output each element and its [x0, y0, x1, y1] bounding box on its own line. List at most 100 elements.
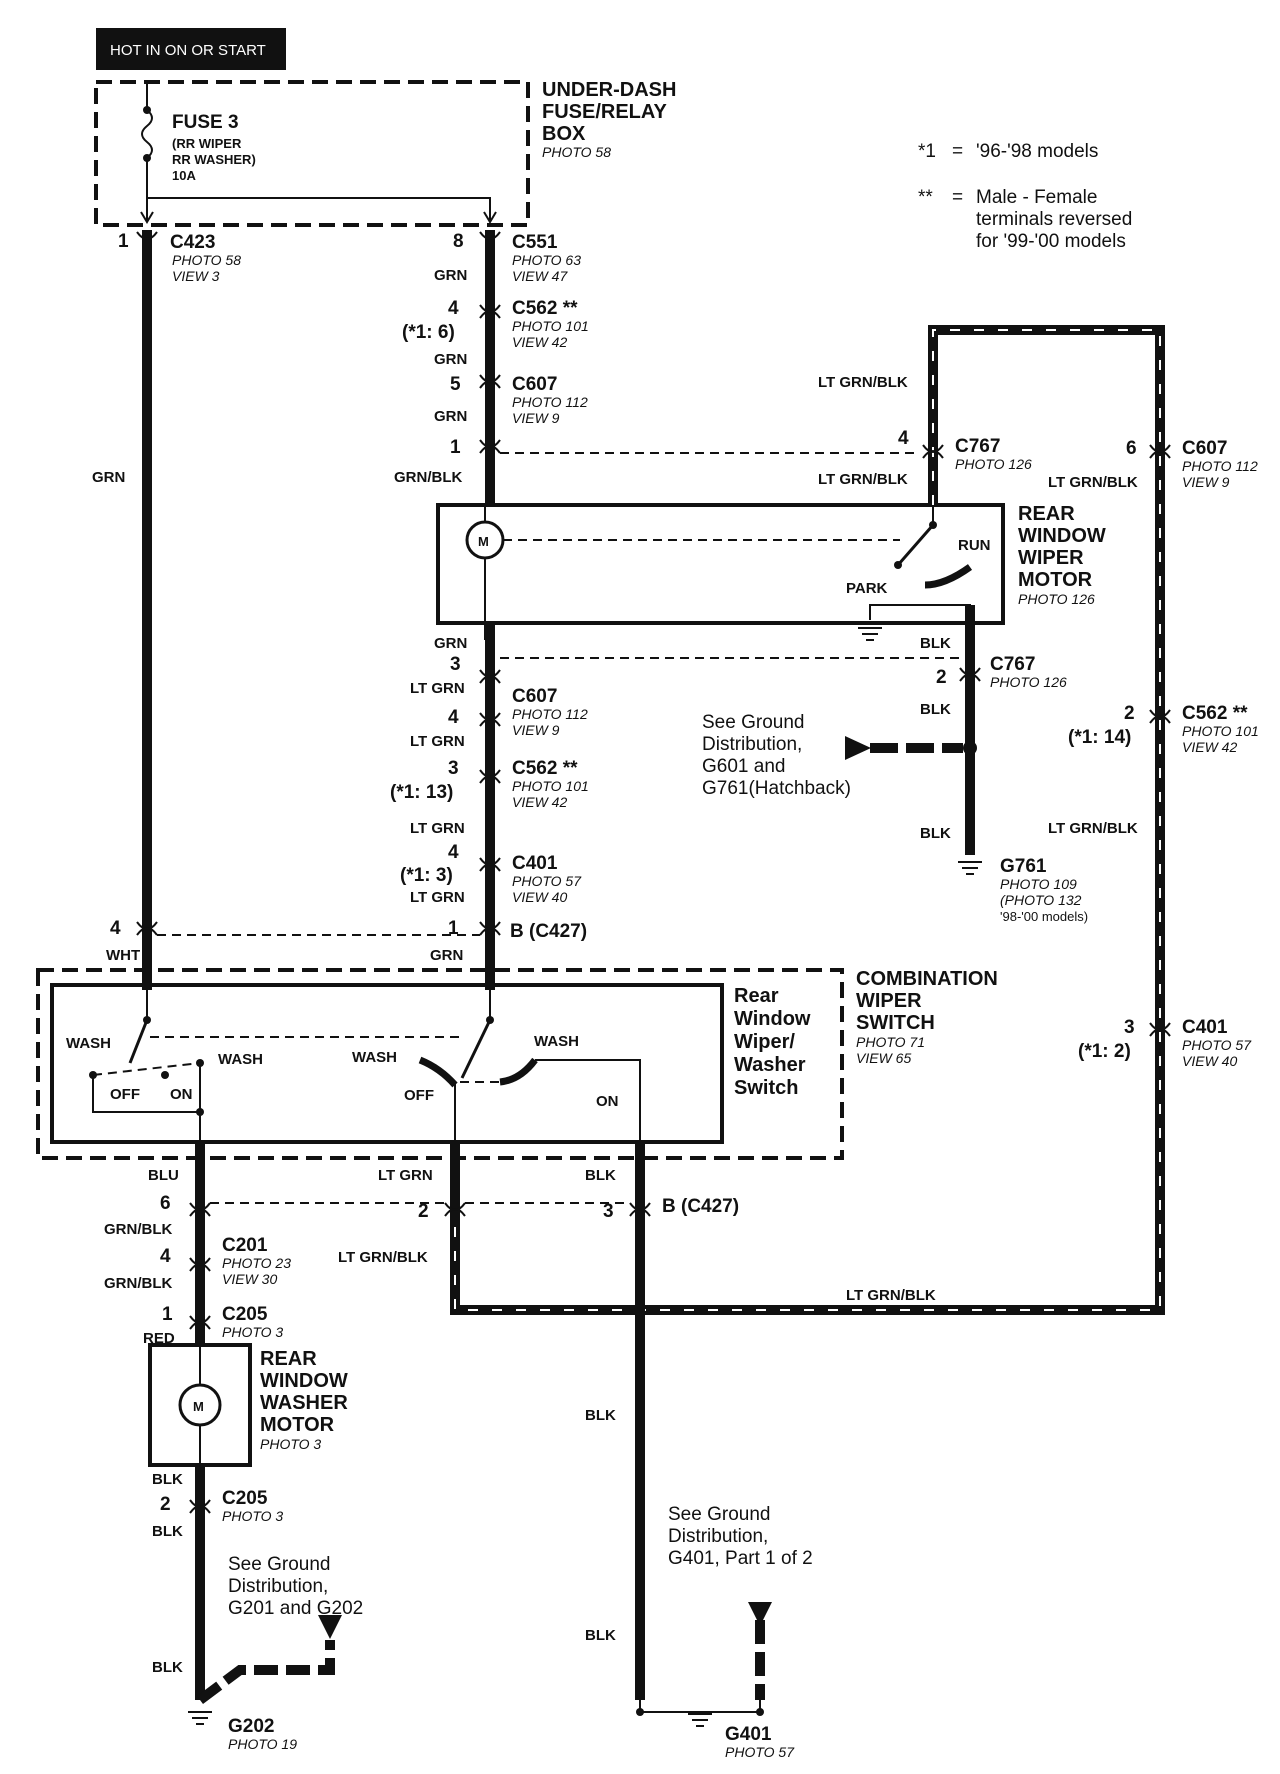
g761-alt: (PHOTO 132 — [1000, 892, 1082, 908]
washer-contact-off — [161, 1071, 169, 1079]
c201-view: VIEW 30 — [222, 1271, 277, 1287]
c401a-name: C401 — [512, 853, 558, 874]
wire-label-grnblk-w2: GRN/BLK — [104, 1275, 172, 1292]
g401-name: G401 — [725, 1724, 772, 1745]
g401-ground-icon — [688, 1713, 712, 1727]
c607b-pin: 4 — [448, 707, 459, 728]
c607a-view: VIEW 9 — [512, 410, 560, 426]
c562a-view: VIEW 42 — [512, 334, 567, 350]
c427b-pin2-symbol — [444, 1202, 466, 1217]
switch-wash-mid: WASH — [218, 1051, 263, 1068]
c205b-symbol — [189, 1499, 211, 1514]
c767b-pin: 2 — [936, 667, 947, 688]
c205b-name: C205 — [222, 1488, 268, 1509]
c562b-view: VIEW 42 — [512, 794, 567, 810]
fuse-line-2: RR WASHER) — [172, 152, 256, 167]
note2-eq: = — [952, 187, 963, 208]
fuse-amps: 10A — [172, 168, 196, 183]
c427a-name: B (C427) — [510, 921, 587, 942]
c427b-pin3-symbol — [629, 1202, 651, 1217]
wire-label-red: RED — [143, 1330, 175, 1347]
wire-label-blk-g3: BLK — [152, 1659, 183, 1676]
wiper-wash-contact — [499, 1057, 538, 1086]
wire-label-blk-s3: BLK — [585, 1627, 616, 1644]
wire-label-ltgrn-2: LT GRN — [410, 733, 465, 750]
wiper-switch-arm — [460, 1019, 492, 1079]
washer-motor-photo: PHOTO 3 — [260, 1436, 321, 1452]
g761-name: G761 — [1000, 856, 1047, 877]
c427a-left-symbol — [136, 921, 158, 936]
combo-title-2: WIPER — [856, 990, 922, 1012]
wire-lt-grn-blk-stripe — [454, 329, 1161, 1311]
fuse-arrows — [140, 211, 497, 224]
c427a-pin-left: 4 — [110, 918, 121, 939]
c205a-pin: 1 — [162, 1304, 173, 1325]
park-contact — [894, 561, 902, 569]
wire-label-grn-blk-c: GRN/BLK — [394, 469, 462, 486]
switch-off-1: OFF — [110, 1086, 140, 1103]
combo-photo: PHOTO 71 — [856, 1034, 925, 1050]
park-switch-pivot — [929, 521, 937, 529]
switch-wash-r: WASH — [534, 1033, 579, 1050]
g761-photo: PHOTO 109 — [1000, 876, 1077, 892]
c607a-pin2: 1 — [450, 437, 461, 458]
wiper-motor-title-1: REAR — [1018, 503, 1075, 525]
c423-name: C423 — [170, 232, 215, 253]
fusebox-title-3: BOX — [542, 123, 586, 145]
wiper-motor-title-4: MOTOR — [1018, 569, 1093, 591]
wiper-ground-icon — [858, 627, 882, 641]
c767b-pin3: 3 — [450, 654, 461, 675]
c607b-photo: PHOTO 112 — [512, 706, 588, 722]
c205a-photo: PHOTO 3 — [222, 1324, 283, 1340]
wire-label-grn-c3: GRN — [434, 408, 467, 425]
wire-label-ltgrnblk-3: LT GRN/BLK — [1048, 474, 1138, 491]
wire-label-grn-left: GRN — [92, 469, 125, 486]
see2-line1: See Ground — [228, 1554, 330, 1575]
combo-title-1: COMBINATION — [856, 968, 998, 990]
c562a-photo: PHOTO 101 — [512, 318, 589, 334]
c401a-alt: (*1: 3) — [400, 865, 453, 886]
c423-symbol — [136, 231, 158, 240]
fuse-node-top — [143, 106, 151, 114]
g401-node-left — [636, 1708, 644, 1716]
c607r-pin: 6 — [1126, 438, 1137, 459]
c401a-view: VIEW 40 — [512, 889, 567, 905]
c562r-symbol — [1149, 709, 1171, 724]
note2-line3: for '99-'00 models — [976, 231, 1126, 252]
switch-wash-left: WASH — [66, 1035, 111, 1052]
washer-motor-title-2: WINDOW — [260, 1370, 348, 1392]
c767b-symbol — [959, 667, 981, 682]
c427b-pin1: 6 — [160, 1193, 171, 1214]
wire-label-wht: WHT — [106, 947, 140, 964]
c401a-pin: 4 — [448, 842, 459, 863]
wire-label-blk-w2: BLK — [920, 701, 951, 718]
wire-label-ltgrnblk-5: LT GRN/BLK — [846, 1287, 936, 1304]
switch-wash-c: WASH — [352, 1049, 397, 1066]
g202-photo: PHOTO 19 — [228, 1736, 297, 1752]
c205a-name: C205 — [222, 1304, 268, 1325]
wire-label-ltgrn-3: LT GRN — [410, 820, 465, 837]
park-ground-loop — [869, 604, 971, 620]
c423-photo: PHOTO 58 — [172, 252, 241, 268]
fuse-element — [141, 109, 153, 159]
g202-name: G202 — [228, 1716, 274, 1737]
c767a-photo: PHOTO 126 — [955, 456, 1032, 472]
rear-wiper-washer-switch-box — [50, 983, 724, 1144]
fuse-branch-wire — [147, 197, 491, 220]
note1-eq: = — [952, 141, 963, 162]
note1-sym: *1 — [918, 141, 936, 162]
c767a-pin: 4 — [898, 428, 909, 449]
c551-view: VIEW 47 — [512, 268, 568, 284]
c767b-photo: PHOTO 126 — [990, 674, 1067, 690]
c607r-view: VIEW 9 — [1182, 474, 1230, 490]
wire-g202-branch — [197, 1640, 335, 1704]
switch-label-3: Wiper/ — [734, 1031, 795, 1053]
note2-sym: ** — [918, 187, 933, 208]
c767b-name: C767 — [990, 654, 1035, 675]
wire-label-grnblk-w1: GRN/BLK — [104, 1221, 172, 1238]
c562r-view: VIEW 42 — [1182, 739, 1237, 755]
wire-label-grn-c1: GRN — [434, 267, 467, 284]
run-contact — [924, 564, 973, 589]
center-upper-connectors — [479, 231, 501, 454]
